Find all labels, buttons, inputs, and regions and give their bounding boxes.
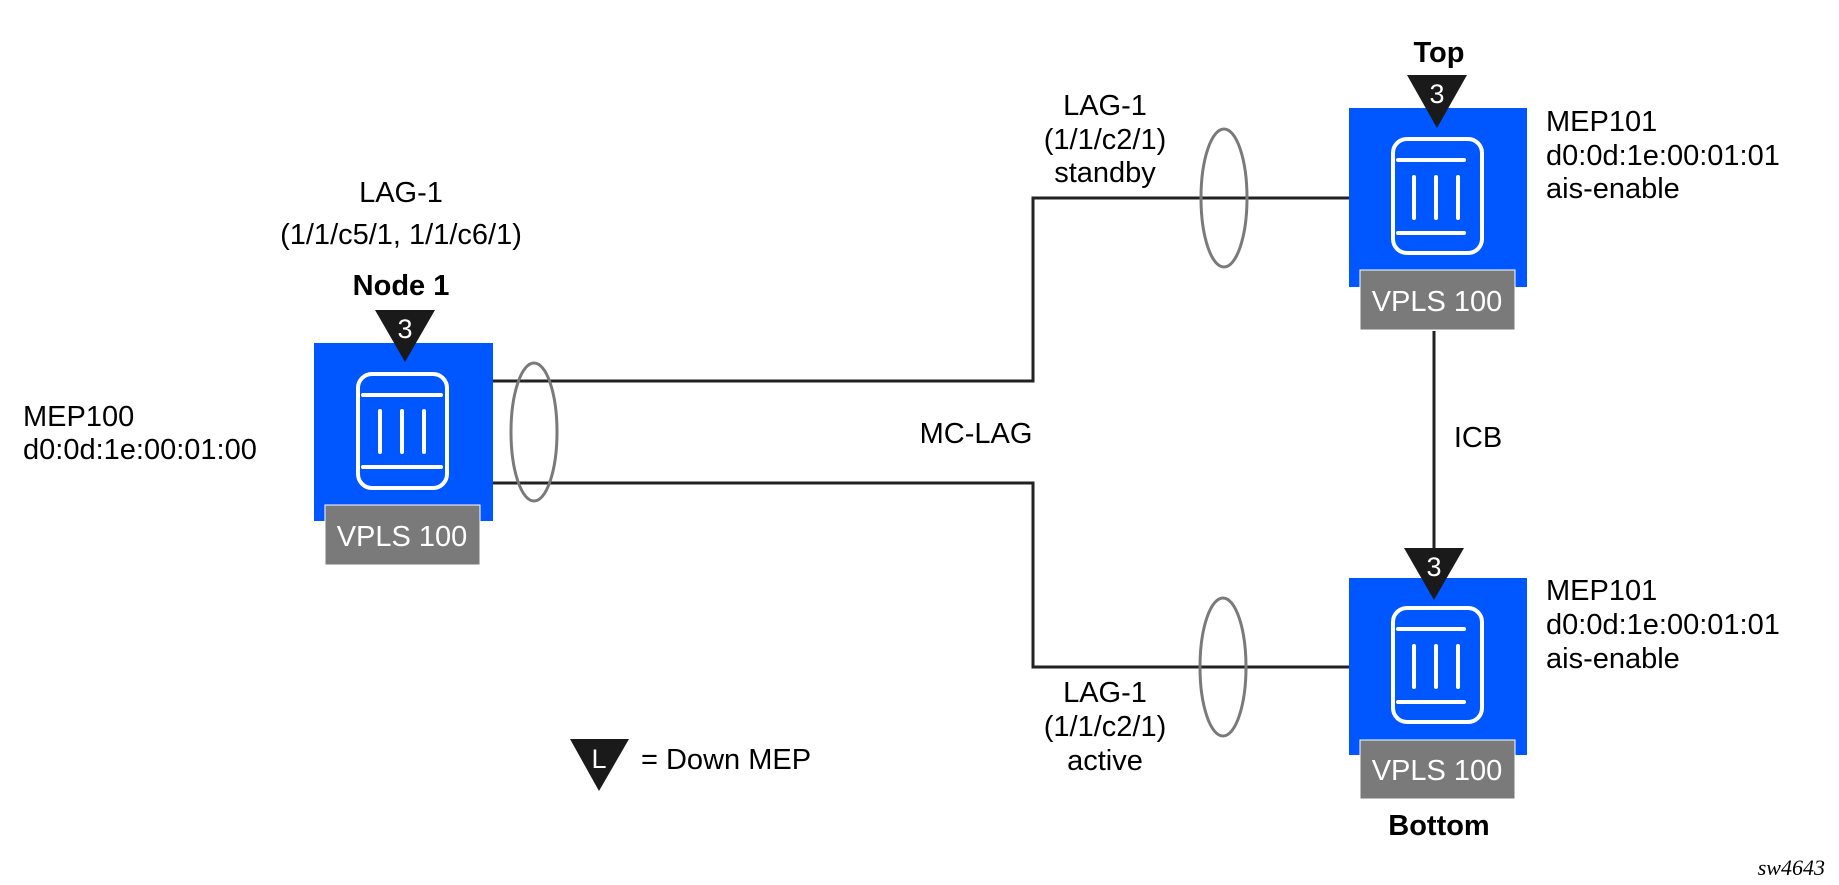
mep-level: 3 [397, 314, 412, 344]
mc-lag-links [493, 196, 1436, 669]
node-top[interactable]: VPLS 100 3 [1349, 75, 1527, 331]
bottom-title: Bottom [1388, 810, 1489, 842]
down-mep-icon [375, 310, 435, 362]
figure-tag: sw4643 [1758, 855, 1825, 880]
node1-mep-id: MEP100 [23, 401, 134, 433]
node1-title: Node 1 [353, 270, 450, 302]
legend-symbol-letter: L [591, 744, 606, 774]
down-mep-icon [1404, 548, 1464, 600]
router-icon [1391, 606, 1484, 724]
node1-mep-mac: d0:0d:1e:00:01:00 [23, 434, 257, 466]
mc-lag-label: MC-LAG [920, 418, 1033, 450]
lag-ellipse-top [1199, 127, 1249, 269]
link-node1-to-bottom [493, 481, 1349, 669]
node1-lag-name: LAG-1 [359, 177, 443, 209]
bottom-lag-state: active [1067, 745, 1143, 777]
top-lag-state: standby [1054, 157, 1156, 189]
bottom-mep-id: MEP101 [1546, 575, 1657, 607]
vpls-badge [324, 504, 481, 566]
node-bottom[interactable]: VPLS 100 3 [1349, 548, 1527, 800]
legend: L = Down MEP [570, 739, 811, 791]
bottom-lag-name: LAG-1 [1063, 677, 1147, 709]
mep-level: 3 [1429, 79, 1444, 109]
router-icon [1391, 137, 1484, 255]
top-mep-mac: d0:0d:1e:00:01:01 [1546, 140, 1780, 172]
bottom-mep-mac: d0:0d:1e:00:01:01 [1546, 609, 1780, 641]
node1-lag-ports: (1/1/c5/1, 1/1/c6/1) [280, 219, 522, 251]
down-mep-icon [1407, 75, 1467, 128]
vpls-label: VPLS 100 [337, 521, 468, 553]
vpls-badge [1359, 269, 1516, 331]
bottom-mep-ais: ais-enable [1546, 643, 1680, 675]
lag-ellipse-node1 [509, 361, 559, 503]
router-icon [356, 372, 449, 490]
node-node1[interactable]: VPLS 100 3 [314, 310, 493, 566]
lag-ellipse-bottom [1198, 596, 1248, 738]
bottom-lag-ports: (1/1/c2/1) [1044, 711, 1167, 743]
top-lag-name: LAG-1 [1063, 90, 1147, 122]
legend-text: = Down MEP [641, 744, 811, 776]
vpls-badge [1359, 739, 1516, 800]
down-mep-legend-icon [570, 739, 629, 791]
vpls-label: VPLS 100 [1372, 286, 1503, 318]
link-node1-to-top [493, 196, 1349, 383]
top-lag-ports: (1/1/c2/1) [1044, 124, 1167, 156]
top-title: Top [1414, 37, 1465, 69]
vpls-label: VPLS 100 [1372, 755, 1503, 787]
mep-level: 3 [1426, 552, 1441, 582]
icb-label: ICB [1454, 422, 1502, 454]
top-mep-ais: ais-enable [1546, 173, 1680, 205]
top-mep-id: MEP101 [1546, 106, 1657, 138]
